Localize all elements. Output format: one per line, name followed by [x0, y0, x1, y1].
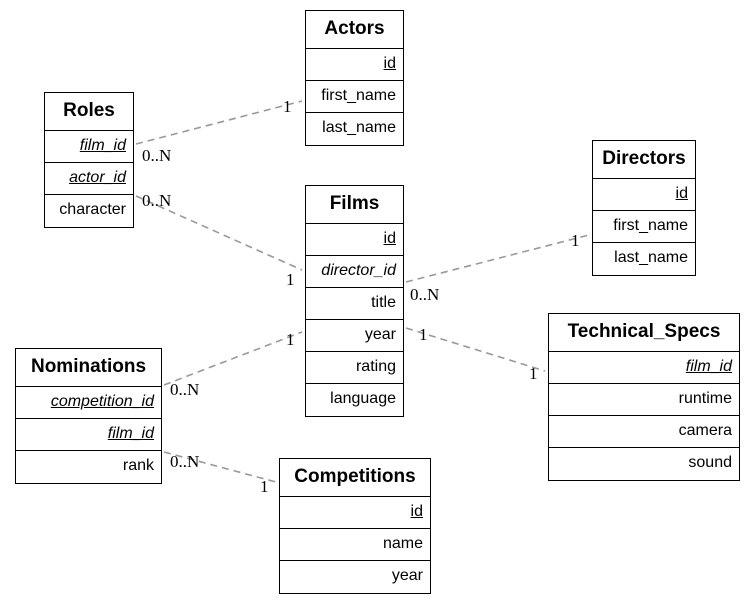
attribute-label: rank	[122, 457, 154, 474]
cardinality-roles-films-from: 0..N	[142, 191, 172, 210]
attribute-technical_specs-sound[interactable]: sound	[549, 448, 739, 480]
cardinality-films-technical-specs-from: 1	[419, 325, 428, 344]
relationship-line-roles-actors	[135, 100, 303, 145]
attribute-label: actor_id	[69, 169, 126, 186]
attribute-label: id	[383, 55, 396, 72]
attribute-label: competition_id	[50, 393, 154, 410]
attribute-label: character	[59, 201, 126, 218]
attribute-nominations-film_id[interactable]: film_id	[16, 419, 161, 451]
attribute-label: id	[383, 230, 396, 247]
cardinality-nominations-competitions-from: 0..N	[170, 452, 200, 471]
attribute-nominations-rank[interactable]: rank	[16, 451, 161, 483]
attribute-directors-id[interactable]: id	[593, 179, 695, 211]
attribute-label: runtime	[678, 390, 732, 407]
attribute-label: sound	[688, 454, 732, 471]
entity-actors[interactable]: Actors id first_name last_name	[305, 10, 404, 146]
attribute-nominations-competition_id[interactable]: competition_id	[16, 387, 161, 419]
attribute-label: film_id	[79, 137, 126, 154]
attribute-actors-last_name[interactable]: last_name	[306, 113, 403, 145]
attribute-label: id	[410, 503, 423, 520]
attribute-label: film_id	[685, 358, 732, 375]
attribute-films-year[interactable]: year	[306, 320, 403, 352]
attribute-label: id	[675, 185, 688, 202]
attribute-roles-character[interactable]: character	[45, 195, 133, 227]
attribute-label: year	[391, 567, 423, 584]
entity-title-actors: Actors	[306, 11, 403, 49]
attribute-directors-last_name[interactable]: last_name	[593, 243, 695, 275]
entity-roles[interactable]: Roles film_id actor_id character	[44, 92, 134, 228]
attribute-films-rating[interactable]: rating	[306, 352, 403, 384]
attribute-label: first_name	[321, 87, 396, 104]
attribute-label: film_id	[107, 425, 154, 442]
cardinality-films-technical-specs-to: 1	[529, 364, 538, 383]
attribute-competitions-id[interactable]: id	[280, 497, 430, 529]
cardinality-roles-films-to: 1	[286, 270, 295, 289]
cardinality-films-directors-to: 1	[571, 231, 580, 250]
cardinality-nominations-films-to: 1	[286, 330, 295, 349]
attribute-technical_specs-film_id[interactable]: film_id	[549, 352, 739, 384]
cardinality-roles-actors-to: 1	[283, 97, 292, 116]
attribute-label: camera	[678, 422, 732, 439]
attribute-technical_specs-camera[interactable]: camera	[549, 416, 739, 448]
entity-directors[interactable]: Directors id first_name last_name	[592, 140, 696, 276]
attribute-label: director_id	[321, 262, 396, 279]
cardinality-films-directors-from: 0..N	[410, 285, 440, 304]
attribute-actors-first_name[interactable]: first_name	[306, 81, 403, 113]
attribute-films-language[interactable]: language	[306, 384, 403, 416]
attribute-label: last_name	[614, 249, 688, 266]
entity-title-technical_specs: Technical_Specs	[549, 314, 739, 352]
attribute-label: language	[330, 390, 396, 407]
entity-title-nominations: Nominations	[16, 349, 161, 387]
attribute-competitions-name[interactable]: name	[280, 529, 430, 561]
attribute-label: rating	[355, 358, 396, 375]
attribute-label: last_name	[322, 119, 396, 136]
attribute-actors-id[interactable]: id	[306, 49, 403, 81]
entity-title-films: Films	[306, 186, 403, 224]
attribute-label: year	[364, 326, 396, 343]
cardinality-nominations-competitions-to: 1	[260, 477, 269, 496]
cardinality-roles-actors-from: 0..N	[142, 146, 172, 165]
attribute-label: name	[382, 535, 423, 552]
cardinality-nominations-films-from: 0..N	[170, 380, 200, 399]
attribute-label: title	[371, 294, 396, 311]
relationship-line-films-directors	[405, 234, 590, 283]
attribute-roles-actor_id[interactable]: actor_id	[45, 163, 133, 195]
relationship-line-nominations-films	[163, 331, 303, 386]
attribute-films-title[interactable]: title	[306, 288, 403, 320]
attribute-roles-film_id[interactable]: film_id	[45, 131, 133, 163]
attribute-technical_specs-runtime[interactable]: runtime	[549, 384, 739, 416]
attribute-directors-first_name[interactable]: first_name	[593, 211, 695, 243]
attribute-films-id[interactable]: id	[306, 224, 403, 256]
entity-title-roles: Roles	[45, 93, 133, 131]
attribute-films-director_id[interactable]: director_id	[306, 256, 403, 288]
entity-title-directors: Directors	[593, 141, 695, 179]
attribute-competitions-year[interactable]: year	[280, 561, 430, 593]
entity-competitions[interactable]: Competitions id name year	[279, 458, 431, 594]
entity-title-competitions: Competitions	[280, 459, 430, 497]
attribute-label: first_name	[613, 217, 688, 234]
